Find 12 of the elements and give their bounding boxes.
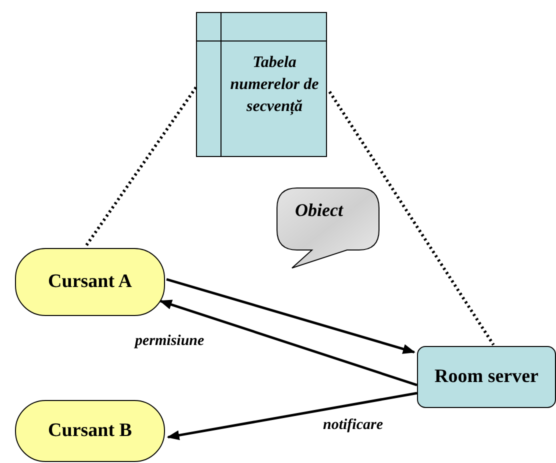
dotted-line: [84, 86, 198, 248]
arrow: [159, 300, 418, 386]
edge-label: notificare: [323, 417, 383, 434]
edge-label: permisiune: [135, 333, 204, 350]
arrow: [166, 278, 416, 354]
dotted-line: [328, 90, 495, 346]
node-label: Cursant A: [47, 271, 133, 293]
node-label: Room server: [434, 366, 540, 388]
callout-text: Obiect: [295, 200, 343, 221]
node-label: Cursant B: [47, 420, 133, 442]
table-title: Tabela numerelor de secvență: [229, 53, 320, 117]
arrow: [166, 392, 418, 440]
